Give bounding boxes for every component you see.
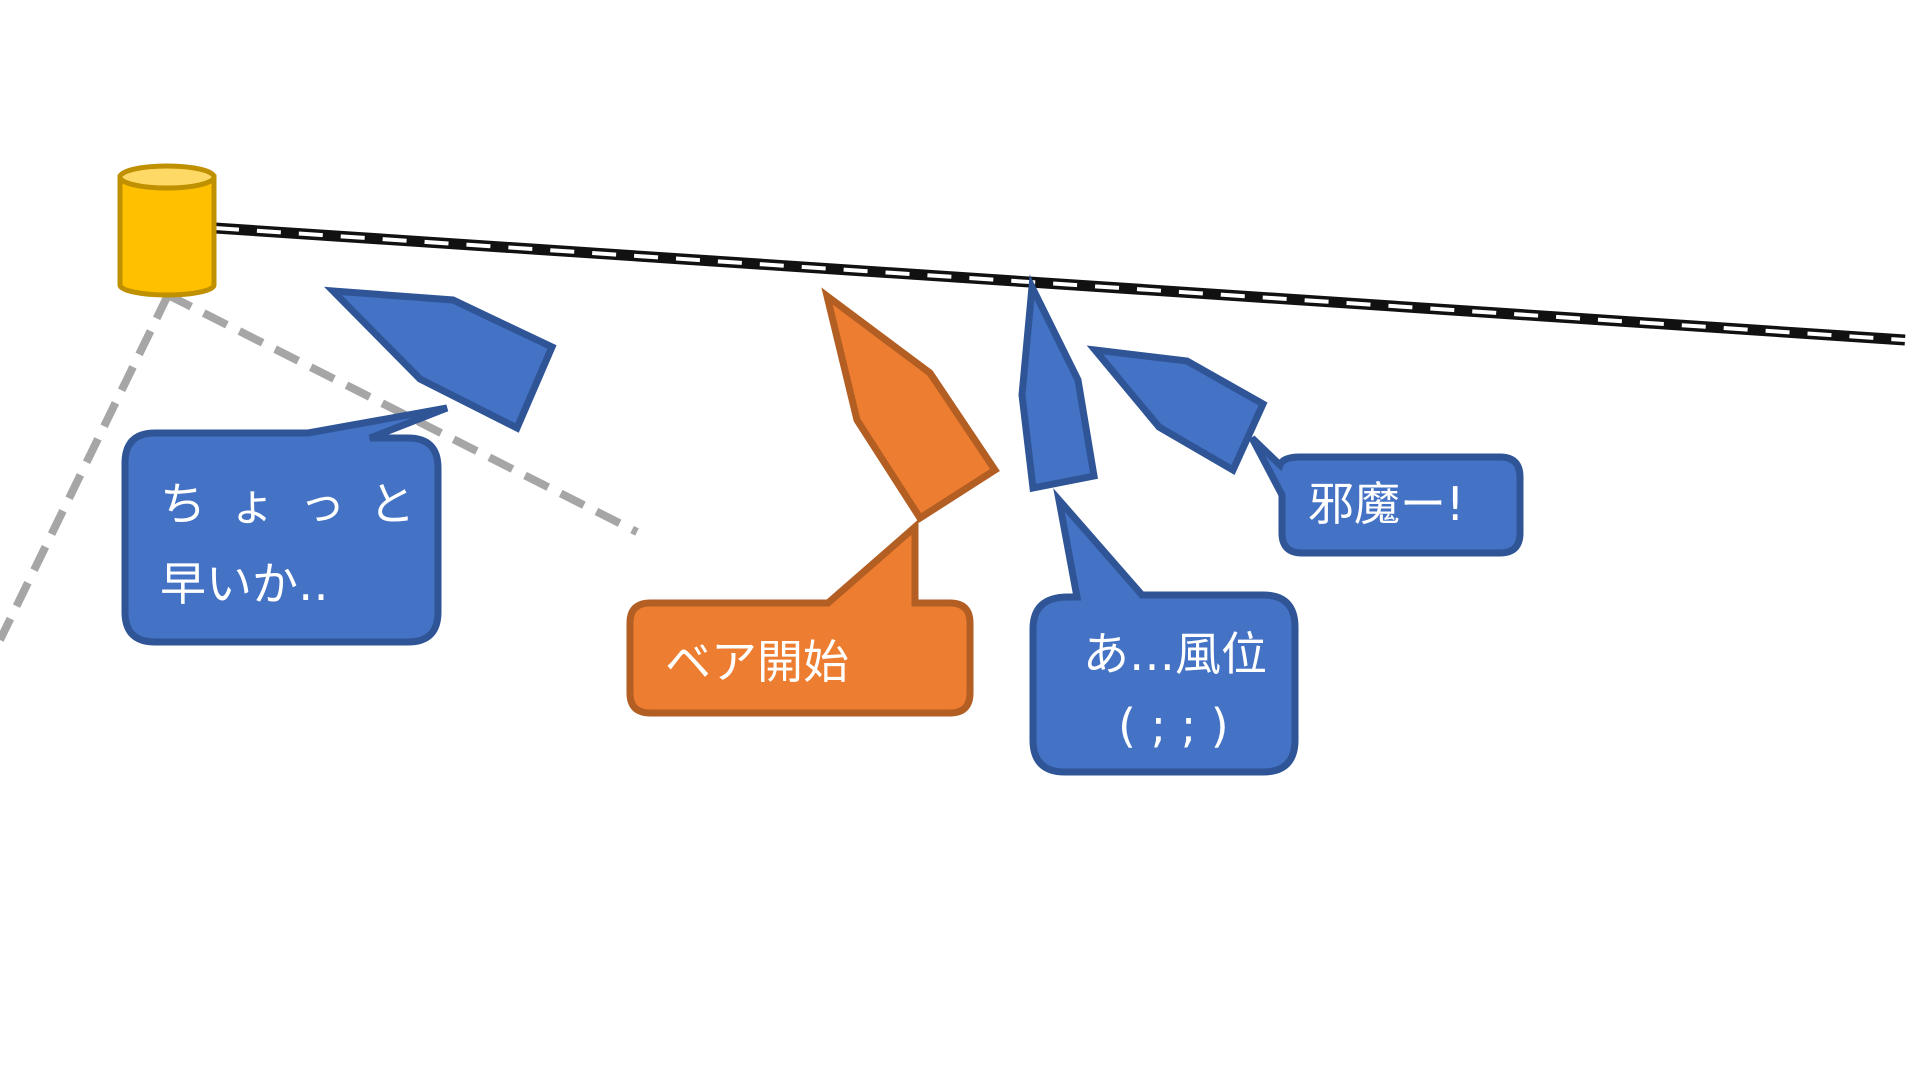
boat-3-icon[interactable] (1018, 274, 1099, 493)
bubble-3-line-1: あ…風位 (1083, 627, 1267, 681)
speech-bubble-2: ベア開始 (626, 519, 974, 717)
bubble-3-line-2: ( ; ; ) (1118, 699, 1229, 753)
bubble-4-line-1: 邪魔ー! (1308, 477, 1464, 531)
boat-2-icon[interactable] (821, 287, 1000, 523)
speech-bubble-4: 邪魔ー! (1248, 435, 1524, 557)
boat-4-icon[interactable] (1086, 345, 1268, 475)
layline-left (0, 293, 172, 642)
speech-bubble-3: あ…風位 ( ; ; ) (1029, 488, 1299, 776)
speech-bubble-1: ちょっと 早いか‥ (121, 404, 449, 646)
boat-1-icon[interactable] (323, 286, 557, 433)
bubble-1-line-2: 早いか‥ (160, 557, 329, 611)
bubble-2-line-1: ベア開始 (665, 635, 849, 689)
start-line (214, 222, 1906, 346)
buoy-cylinder-icon (117, 163, 217, 298)
